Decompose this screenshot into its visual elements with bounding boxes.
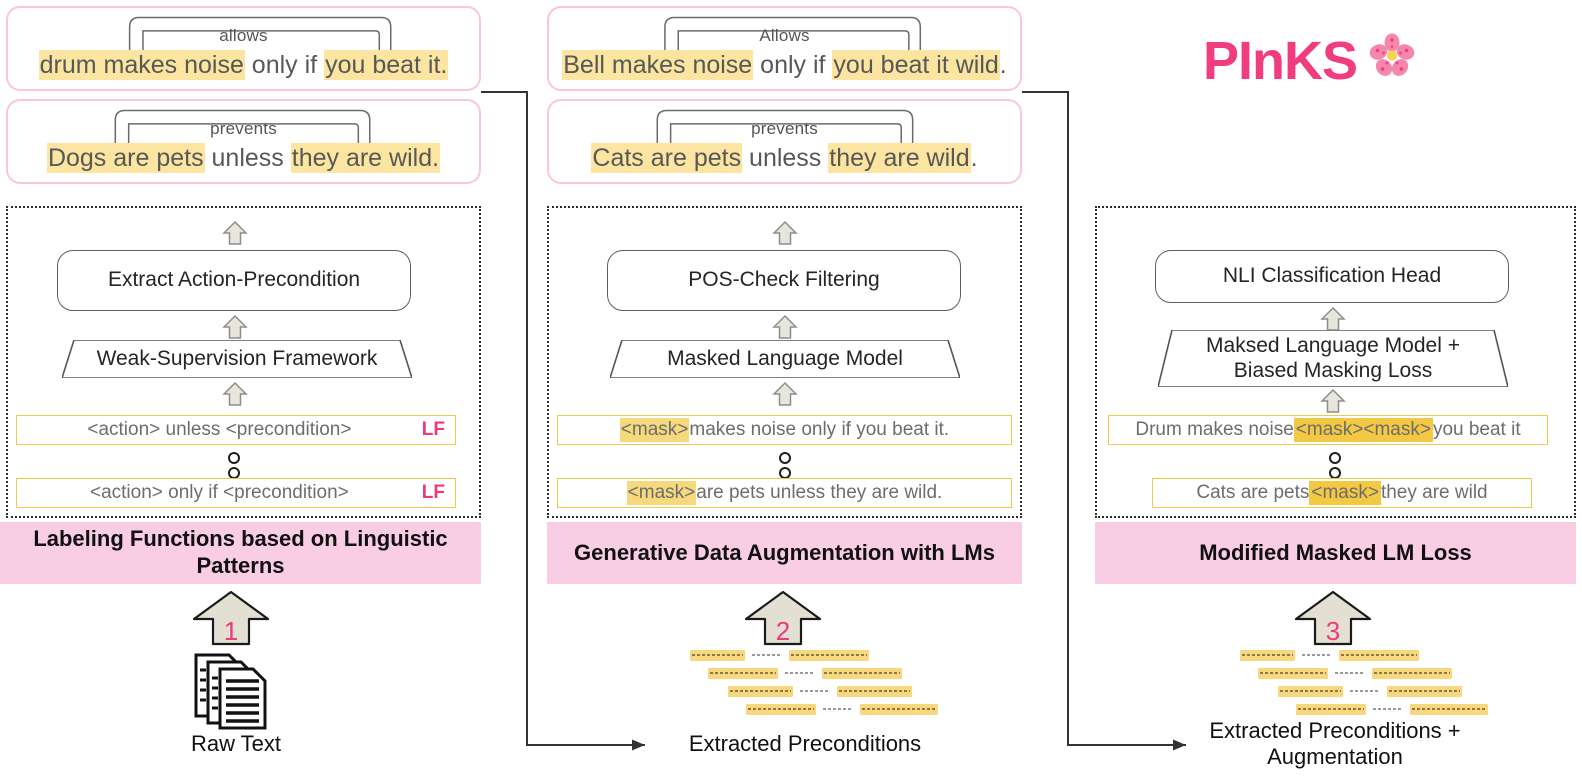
mask-token: <mask><mask> [1293, 418, 1433, 442]
document-stack-icon [191, 650, 281, 735]
example-sentence: Dogs are pets unless they are wild. [46, 143, 441, 173]
row-suffix-text: you beat it [1432, 419, 1521, 440]
step-number: 3 [1325, 616, 1341, 646]
step-number: 2 [775, 616, 791, 646]
example-relation-label: prevents [751, 119, 818, 138]
pattern-text: <action> unless <precondition> [87, 419, 352, 440]
example-sentence: Cats are pets unless they are wild. [591, 143, 978, 173]
mask-token: <mask> [626, 481, 697, 505]
row-prefix-text: Drum makes noise [1135, 419, 1294, 440]
mask-token: <mask> [1309, 481, 1381, 505]
step-number: 1 [223, 616, 239, 646]
step-arrow-2: 2 [744, 590, 822, 651]
process-box-nli-classification-head: NLI Classification Head [1155, 250, 1509, 303]
process-trapezoid-maksed-lm-biased-loss: Maksed Language Model + Biased Masking L… [1158, 330, 1508, 387]
example-card-1: allows drum makes noise only if you beat… [6, 6, 481, 91]
step-arrow-3: 3 [1294, 590, 1372, 651]
sample-text: are pets unless they are wild. [696, 482, 943, 503]
masked-sample-row: <mask> makes noise only if you beat it. [557, 415, 1012, 445]
process-box-pos-check-filtering: POS-Check Filtering [607, 250, 961, 311]
precondition-blobs-icon [690, 650, 938, 715]
masked-training-row: Cats are pets <mask> they are wild [1152, 478, 1532, 508]
process-box-extract-action-precondition: Extract Action-Precondition [57, 250, 411, 311]
example-relation-label: Allows [759, 26, 810, 45]
lf-badge: LF [421, 482, 445, 503]
masked-sample-row: <mask> are pets unless they are wild. [557, 478, 1012, 508]
pattern-text: <action> only if <precondition> [89, 482, 349, 503]
example-sentence: Bell makes noise only if you beat it wil… [562, 50, 1007, 80]
example-card-2: prevents Dogs are pets unless they are w… [6, 99, 481, 184]
sample-text: makes noise only if you beat it. [689, 419, 950, 440]
example-relation-label: prevents [210, 119, 277, 138]
process-trapezoid-weak-supervision-framework: Weak-Supervision Framework [62, 340, 412, 378]
row-prefix-text: Cats are pets [1196, 482, 1310, 503]
example-relation-label: allows [219, 26, 268, 45]
example-sentence: drum makes noise only if you beat it. [38, 50, 449, 80]
precondition-blobs-icon [1240, 650, 1488, 715]
example-card-4: prevents Cats are pets unless they are w… [547, 99, 1022, 184]
page-title: PInKS [1203, 30, 1415, 92]
row-suffix-text: they are wild [1380, 482, 1488, 503]
lf-badge: LF [421, 419, 445, 440]
banner-labeling-functions: Labeling Functions based on Linguistic P… [0, 522, 481, 584]
caption-raw-text: Raw Text [190, 731, 282, 756]
title-text: PInKS [1203, 31, 1358, 91]
process-trapezoid-masked-language-model: Masked Language Model [610, 340, 960, 378]
cherry-blossom-icon [1369, 30, 1415, 92]
caption-extracted-preconditions-augmentation: Extracted Preconditions + Augmentation [1209, 718, 1461, 770]
labeling-function-row: <action> only if <precondition> LF [16, 478, 456, 508]
banner-generative-augmentation: Generative Data Augmentation with LMs [547, 522, 1022, 584]
example-card-3: Allows Bell makes noise only if you beat… [547, 6, 1022, 91]
step-arrow-1: 1 [192, 590, 270, 651]
masked-training-row: Drum makes noise <mask><mask> you beat i… [1108, 415, 1548, 445]
mask-token: <mask> [619, 418, 690, 442]
caption-extracted-preconditions: Extracted Preconditions [688, 731, 922, 756]
labeling-function-row: <action> unless <precondition> LF [16, 415, 456, 445]
banner-modified-masked-lm-loss: Modified Masked LM Loss [1095, 522, 1576, 584]
